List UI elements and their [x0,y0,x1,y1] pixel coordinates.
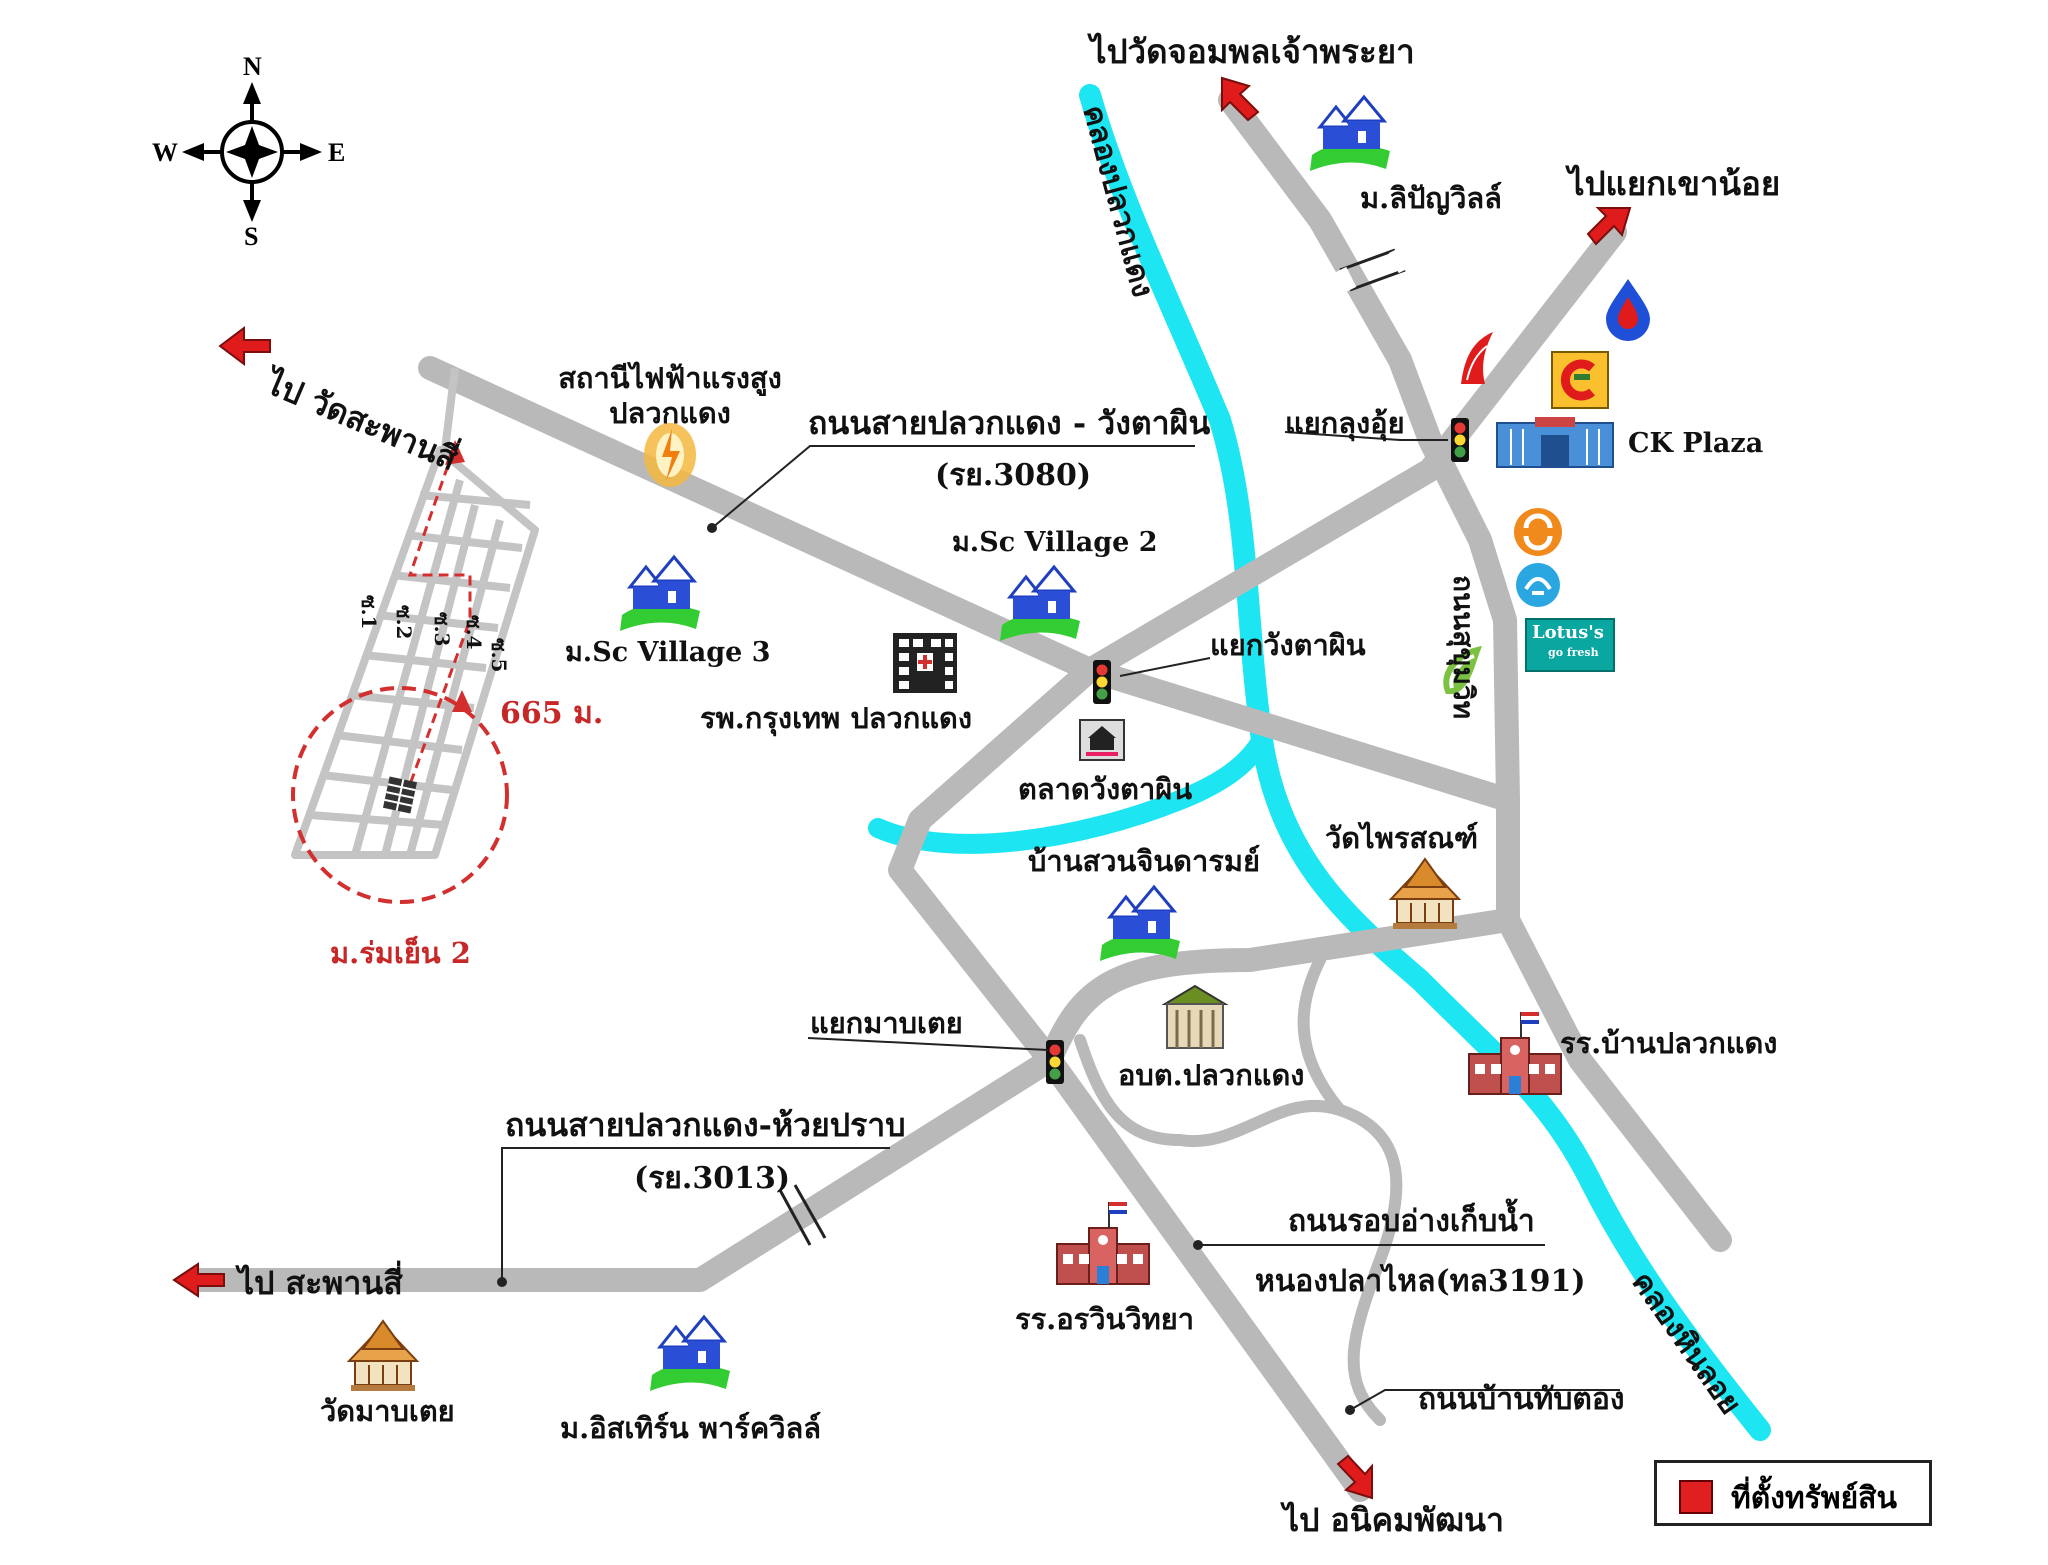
soi-grid [291,367,539,859]
soi-5: ซ.5 [487,638,511,673]
arrow-khao-noi [1586,207,1632,246]
ptt-icon [1606,279,1650,341]
compass-west-label: W [152,138,178,167]
place-power-station-1: สถานีไฟฟ้าแรงสูง [558,361,782,395]
place-ck-plaza: CK Plaza [1628,428,1764,459]
place-lipinya-ville: ม.ลิปัญวิลล์ [1360,181,1502,215]
soi-3: ซ.3 [430,612,454,647]
compass-north-label: N [243,52,262,81]
legend-property-swatch [1679,1480,1713,1514]
place-wat-map-toei: วัดมาบเตย [320,1394,455,1428]
road-break-marks [778,246,1412,1246]
place-wat-phrai-sanit: วัดไพรสณฑ์ [1325,821,1479,855]
junction-lung-oi: แยกลุงอุ้ย [1285,406,1405,440]
distance-arrow-tail [452,690,472,712]
arrow-saphan-si [172,1262,225,1298]
road-label-huai-prab: ถนนสายปลวกแดง-ห้วยปราบ [505,1106,906,1144]
dest-wat-chom-phon: ไปวัดจอมพลเจ้าพระยา [1090,32,1415,71]
compass-south-label: S [244,222,259,251]
government-building-icon [1161,984,1229,1049]
junction-map-toei: แยกมาบเตย [810,1006,963,1040]
road-label-ban-thap-tong: ถนนบ้านทับตอง [1418,1382,1625,1417]
legend: ที่ตั้งทรัพย์สิน [1654,1460,1932,1526]
lotus-brand-text: Lotus's [1532,622,1604,643]
place-market: ตลาดวังตาผิน [1018,772,1193,806]
road-label-sukhumvit: ถนนสุขุมวิท [1447,575,1480,720]
arrow-nikhom [1336,1454,1373,1500]
road-code-3080: (รย.3080) [935,458,1092,493]
reservoir-loop-road [1074,954,1403,1426]
power-station-icon [644,423,696,487]
compass-east-label: E [328,138,346,167]
distance-route [403,444,472,799]
place-rom-yen-2: ม.ร่มเย็น 2 [330,936,471,970]
property-radius-circle [291,686,509,904]
place-school-arawin: รร.อรวินวิทยา [1015,1302,1195,1336]
place-ban-suan-jindaram: บ้านสวนจินดารมย์ [1028,844,1260,878]
soi-2: ซ.2 [392,605,416,640]
place-sc-village-2: ม.Sc Village 2 [952,527,1158,558]
direction-arrows [172,76,1632,1500]
place-power-station-2: ปลวกแดง [609,396,731,430]
road-label-reservoir-1: ถนนรอบอ่างเก็บน้ำ [1288,1204,1535,1239]
place-school-ban-pluak-daeng: รร.บ้านปลวกแดง [1560,1026,1778,1060]
place-obt: อบต.ปลวกแดง [1118,1058,1305,1092]
honda-icon [1461,332,1493,384]
bangchak-icon [1443,646,1482,694]
hospital-icon [893,633,957,693]
compass-rose [182,82,322,222]
ck-plaza-building-icon [1496,417,1614,468]
property-marker [382,776,418,814]
seven-eleven-icon [1551,351,1609,409]
road-code-3013: (รย.3013) [634,1161,791,1196]
arrow-wat-chom-phon [1221,76,1260,122]
distance-label: 665 ม. [500,696,604,731]
lotus-brand-sub: go fresh [1548,646,1599,659]
lotus-go-fresh-icon [1525,618,1615,672]
soi-1: ซ.1 [357,595,381,630]
arrow-wat-saphan-si [218,326,271,366]
distance-arrow-head [445,440,465,465]
dest-yaek-khao-noi: ไปแยกเขาน้อย [1568,164,1781,203]
place-sc-village-3: ม.Sc Village 3 [565,637,771,668]
canal-branch [868,730,1272,854]
legend-label: ที่ตั้งทรัพย์สิน [1731,1481,1897,1516]
road-label-reservoir-2: หนองปลาไหล(ทล3191) [1255,1264,1586,1299]
dest-saphan-si: ไป สะพานสี่ [238,1264,403,1302]
place-hospital: รพ.กรุงเทพ ปลวกแดง [700,701,973,735]
junction-wang-ta-phin: แยกวังตาผิน [1210,628,1366,662]
canal-pluak-daeng [1079,84,1771,1441]
road-label-wang-ta-phin: ถนนสายปลวกแดง - วังตาผิน [808,404,1211,442]
dest-nikhom-phatthana: ไป อนิคมพัฒนา [1283,1501,1504,1539]
bank-icon-orange [1514,508,1562,556]
market-icon [1079,719,1125,761]
bank-icon-blue [1516,563,1560,607]
place-eastern-park-ville: ม.อิสเทิร์น พาร์ควิลล์ [560,1411,822,1445]
